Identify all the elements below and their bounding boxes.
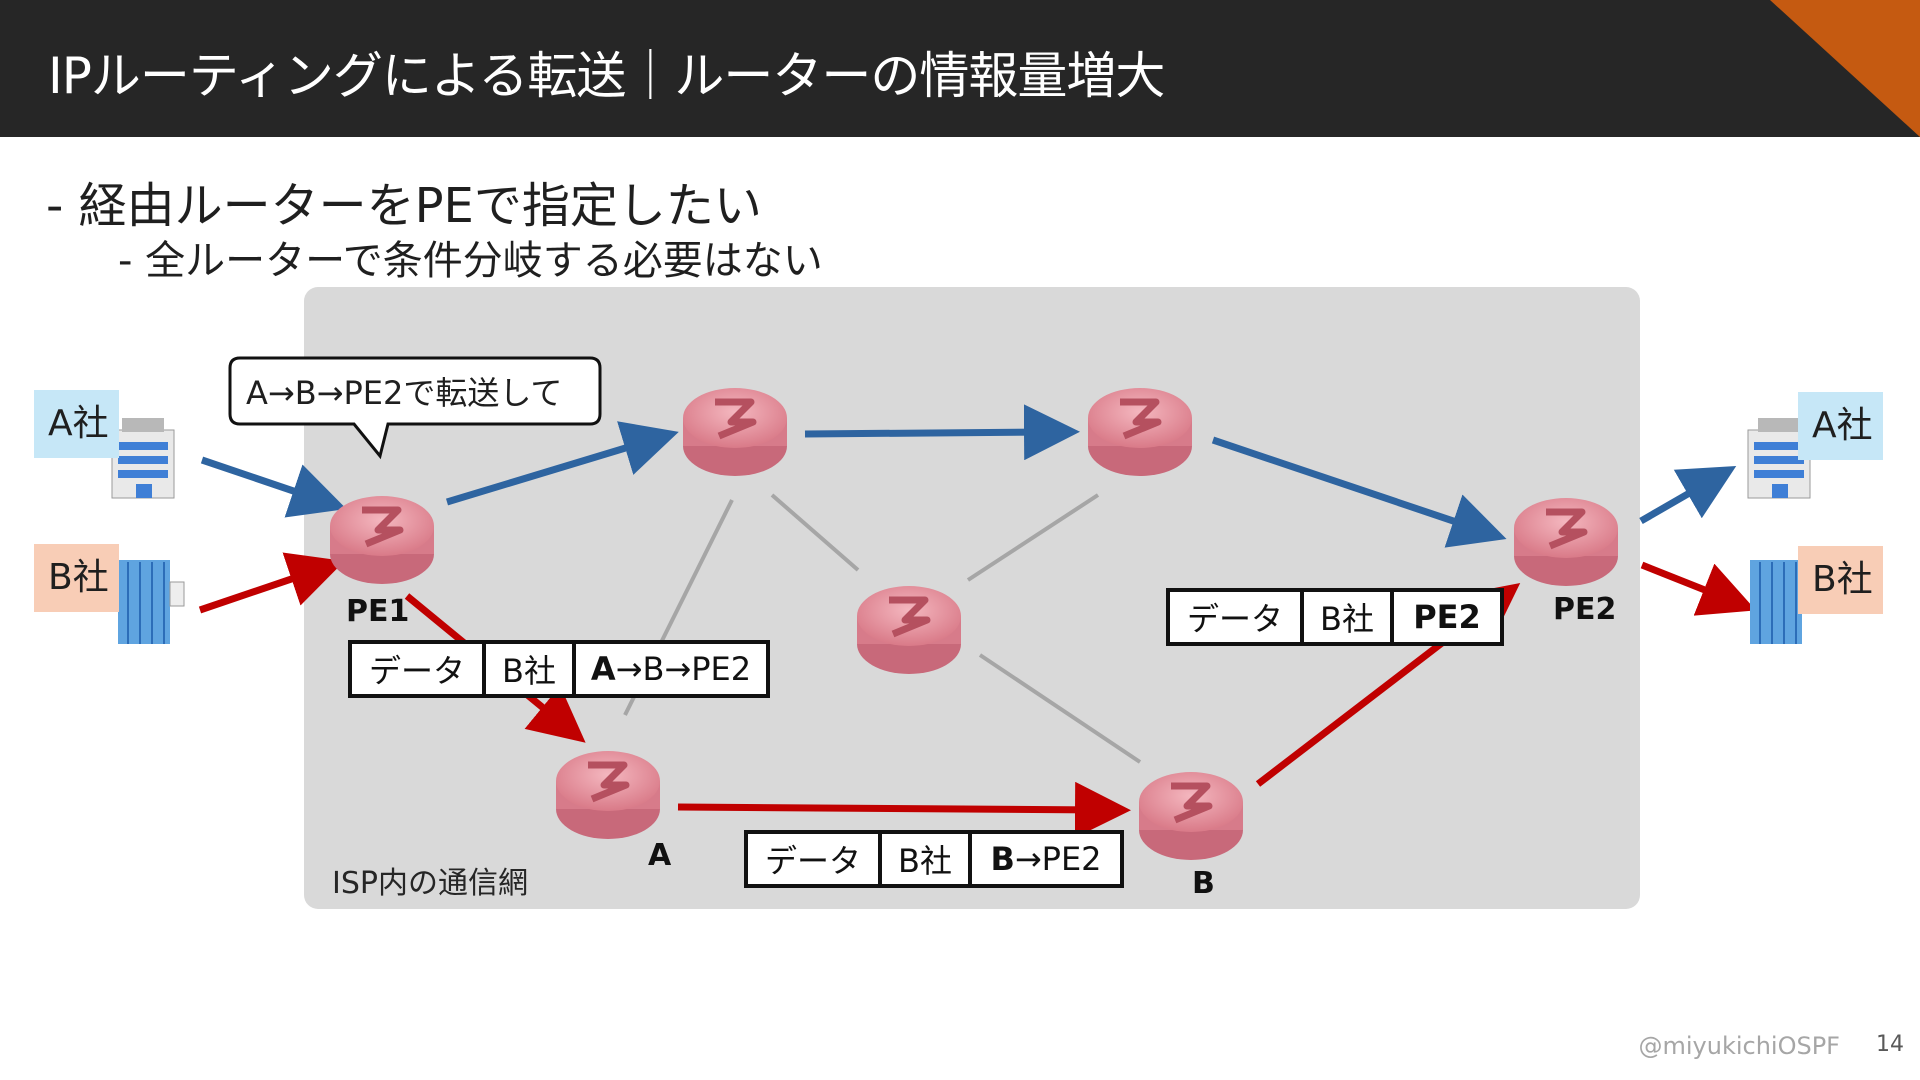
packet-data-cell: データ — [764, 842, 861, 880]
arrow-top1-top2 — [804, 404, 1080, 461]
packet-data-cell: データ — [368, 652, 465, 690]
building-right-a — [1747, 418, 1811, 499]
packet-dest-cell: B社 — [482, 644, 572, 694]
isp-network-label: ISP内の通信網 — [332, 866, 528, 901]
router-label-a: A — [648, 838, 672, 873]
bullet-main: - 経由ルーターをPEで指定したい — [46, 178, 762, 234]
router-pe1-icon — [330, 496, 434, 584]
callout-bubble — [228, 356, 602, 460]
packet-route-cell: PE2 — [1390, 592, 1500, 642]
router-top2-icon — [1088, 388, 1192, 476]
packet-header-b: データ B社 PE2 — [1166, 588, 1504, 646]
router-b-icon — [1139, 772, 1243, 860]
route-rest-part: →PE2 — [1014, 840, 1102, 878]
callout-text: A→B→PE2で転送して — [246, 374, 563, 412]
packet-header-a: データ B社 B→PE2 — [744, 830, 1124, 888]
arrow-a-in — [200, 456, 347, 518]
company-label-right-b: B社 — [1798, 546, 1883, 614]
route-bold-part: PE2 — [1413, 598, 1481, 636]
arrow-a-out — [1639, 465, 1737, 525]
packet-dest-cell: B社 — [1300, 592, 1390, 642]
link-center-b — [978, 653, 1142, 764]
footer-credit: @miyukichiOSPF — [1638, 1032, 1840, 1060]
company-label-left-b: B社 — [34, 544, 119, 612]
page-number: 14 — [1876, 1032, 1904, 1057]
company-label-right-a: A社 — [1798, 392, 1883, 460]
router-label-pe1: PE1 — [346, 594, 410, 629]
router-center-icon — [857, 586, 961, 674]
router-top1-icon — [683, 388, 787, 476]
network-links — [623, 493, 1142, 764]
router-pe2-icon — [1514, 498, 1618, 586]
slide-title: IPルーティングによる転送｜ルーターの情報量増大 — [48, 47, 1165, 105]
route-bold-part: A — [590, 650, 616, 688]
packet-route-cell: B→PE2 — [968, 834, 1120, 884]
blue-path — [200, 404, 1737, 548]
company-label-left-a: A社 — [34, 390, 119, 458]
arrow-b-in — [198, 552, 345, 614]
arrow-top2-pe2 — [1211, 436, 1507, 548]
router-a-icon — [556, 751, 660, 839]
packet-header-pe1: データ B社 A→B→PE2 — [348, 640, 770, 698]
route-rest-part: →B→PE2 — [615, 650, 752, 688]
link-top1-center — [770, 493, 860, 572]
packet-route-cell: A→B→PE2 — [572, 644, 766, 694]
building-left-a — [111, 418, 175, 499]
link-top2-center — [966, 493, 1100, 582]
arrow-a-b — [677, 781, 1131, 838]
route-bold-part: B — [990, 840, 1015, 878]
router-label-b: B — [1192, 866, 1215, 901]
arrow-pe1-top1 — [445, 421, 679, 506]
packet-dest-cell: B社 — [878, 834, 968, 884]
building-left-b — [118, 560, 185, 644]
slide-header: IPルーティングによる転送｜ルーターの情報量増大 — [0, 0, 1920, 137]
packet-data-cell: データ — [1186, 600, 1283, 638]
routers — [330, 388, 1618, 860]
bullet-sub: - 全ルーターで条件分岐する必要はない — [118, 238, 823, 284]
router-label-pe2: PE2 — [1553, 592, 1617, 627]
header-accent-triangle — [1770, 0, 1920, 137]
arrow-b-out — [1640, 561, 1757, 616]
